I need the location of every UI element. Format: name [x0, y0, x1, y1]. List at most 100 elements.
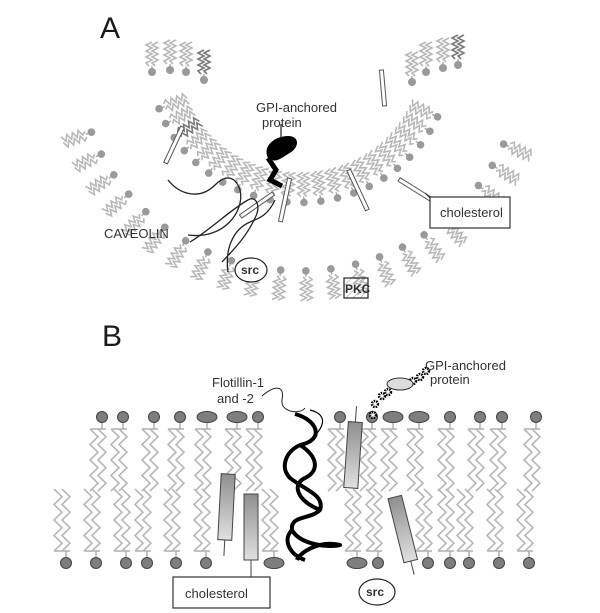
cholesterol-rods-b: [217, 406, 419, 578]
lipid: [141, 223, 169, 254]
lipid: [88, 411, 108, 492]
lipid: [404, 51, 420, 86]
lipid: [52, 488, 72, 569]
lipid: [349, 156, 374, 191]
lipid: [166, 411, 186, 492]
lipid: [192, 488, 212, 569]
lipid: [488, 411, 508, 492]
lipid: [84, 171, 118, 197]
lipid: [450, 34, 466, 69]
raft-bilayer: [52, 411, 542, 569]
lipid: [196, 49, 212, 84]
caveolin-label: CAVEOLIN: [104, 226, 169, 241]
lipid: [362, 149, 388, 182]
src-label-a: src: [241, 263, 259, 277]
lipid: [394, 121, 425, 149]
lipid: [162, 39, 178, 74]
lipid: [216, 256, 236, 290]
lipid: [522, 411, 542, 492]
lipid: [101, 190, 133, 218]
lipid: [364, 488, 384, 569]
panel-a-letter: A: [100, 12, 120, 45]
lipid: [343, 488, 368, 569]
lipid: [165, 236, 190, 268]
lipid: [373, 141, 402, 173]
lipid: [405, 411, 430, 492]
lipid: [323, 166, 343, 202]
pkc-box: [343, 277, 369, 299]
cholesterol-label-box-a: [429, 196, 511, 229]
lipid: [82, 488, 102, 569]
lipid: [455, 488, 475, 569]
lipid: [204, 146, 232, 177]
lipid: [60, 128, 96, 149]
flotillin-label-line1: Flotillin-1: [212, 375, 264, 390]
glycan-icon: [415, 372, 425, 382]
lipid: [324, 265, 343, 301]
lipid: [193, 411, 218, 492]
lipid: [488, 161, 520, 186]
lipid: [436, 411, 456, 492]
lipid: [244, 411, 264, 492]
lipid: [161, 104, 196, 128]
lipid: [162, 488, 182, 569]
panel-a: A GPI-anchored protein CAVEOLIN: [60, 12, 532, 302]
lipid: [155, 92, 190, 113]
lipid: [71, 150, 106, 174]
gpi-label-b-line1: GPI-anchored: [425, 358, 506, 373]
cholesterol-rods-a: [163, 69, 435, 223]
lipid: [140, 411, 160, 492]
lipid: [420, 231, 446, 264]
flotillin-helix: [282, 409, 342, 562]
lipid: [260, 488, 285, 569]
lipid: [112, 488, 132, 569]
glycan-icon: [421, 366, 431, 376]
gpi-label-a-line2: protein: [262, 115, 302, 130]
lipid: [178, 41, 194, 76]
lipid: [515, 488, 535, 569]
lipid: [485, 488, 505, 569]
lipid: [270, 266, 288, 301]
lipid: [409, 99, 442, 121]
glycan-icon: [383, 387, 393, 397]
lipid: [435, 37, 451, 72]
lipid: [309, 169, 327, 205]
lipid: [190, 248, 212, 281]
glycan-icon: [377, 391, 387, 401]
gpi-anchored-protein-a: [265, 124, 297, 189]
caveola-membrane: [60, 34, 532, 302]
lipid: [402, 111, 434, 136]
lipid: [298, 267, 315, 302]
glycan-icon: [368, 410, 378, 420]
lipid: [295, 171, 312, 207]
src-kinase-a: [234, 257, 268, 283]
gpi-label-b-line2: protein: [430, 372, 470, 387]
lipid: [120, 207, 150, 237]
lipid: [326, 411, 346, 492]
lipid: [418, 41, 434, 76]
glycan-icon: [370, 399, 380, 409]
flotillin-pointer: [261, 387, 306, 413]
flotillin-label-line2: and -2: [217, 391, 254, 406]
lipid: [379, 411, 404, 492]
src-label-b: src: [366, 585, 384, 599]
cholesterol-label-b: cholesterol: [185, 586, 248, 601]
caveolin-strands: [167, 177, 276, 273]
gpi-anchored-protein-b: [368, 366, 431, 420]
lipid: [398, 243, 422, 277]
lipid: [180, 127, 212, 155]
lipid: [375, 253, 397, 288]
lipid: [466, 411, 486, 492]
gpi-label-a-line1: GPI-anchored: [256, 100, 337, 115]
lipid: [133, 488, 153, 569]
lipid: [249, 166, 269, 200]
lipid: [384, 132, 414, 161]
cholesterol-label-a: cholesterol: [440, 205, 503, 220]
lipid: [144, 41, 160, 76]
panel-b-letter: B: [102, 320, 122, 353]
pkc-label: PKC: [345, 282, 371, 296]
panel-b: B: [52, 320, 542, 609]
lipid: [414, 488, 434, 569]
lipid: [436, 488, 456, 569]
